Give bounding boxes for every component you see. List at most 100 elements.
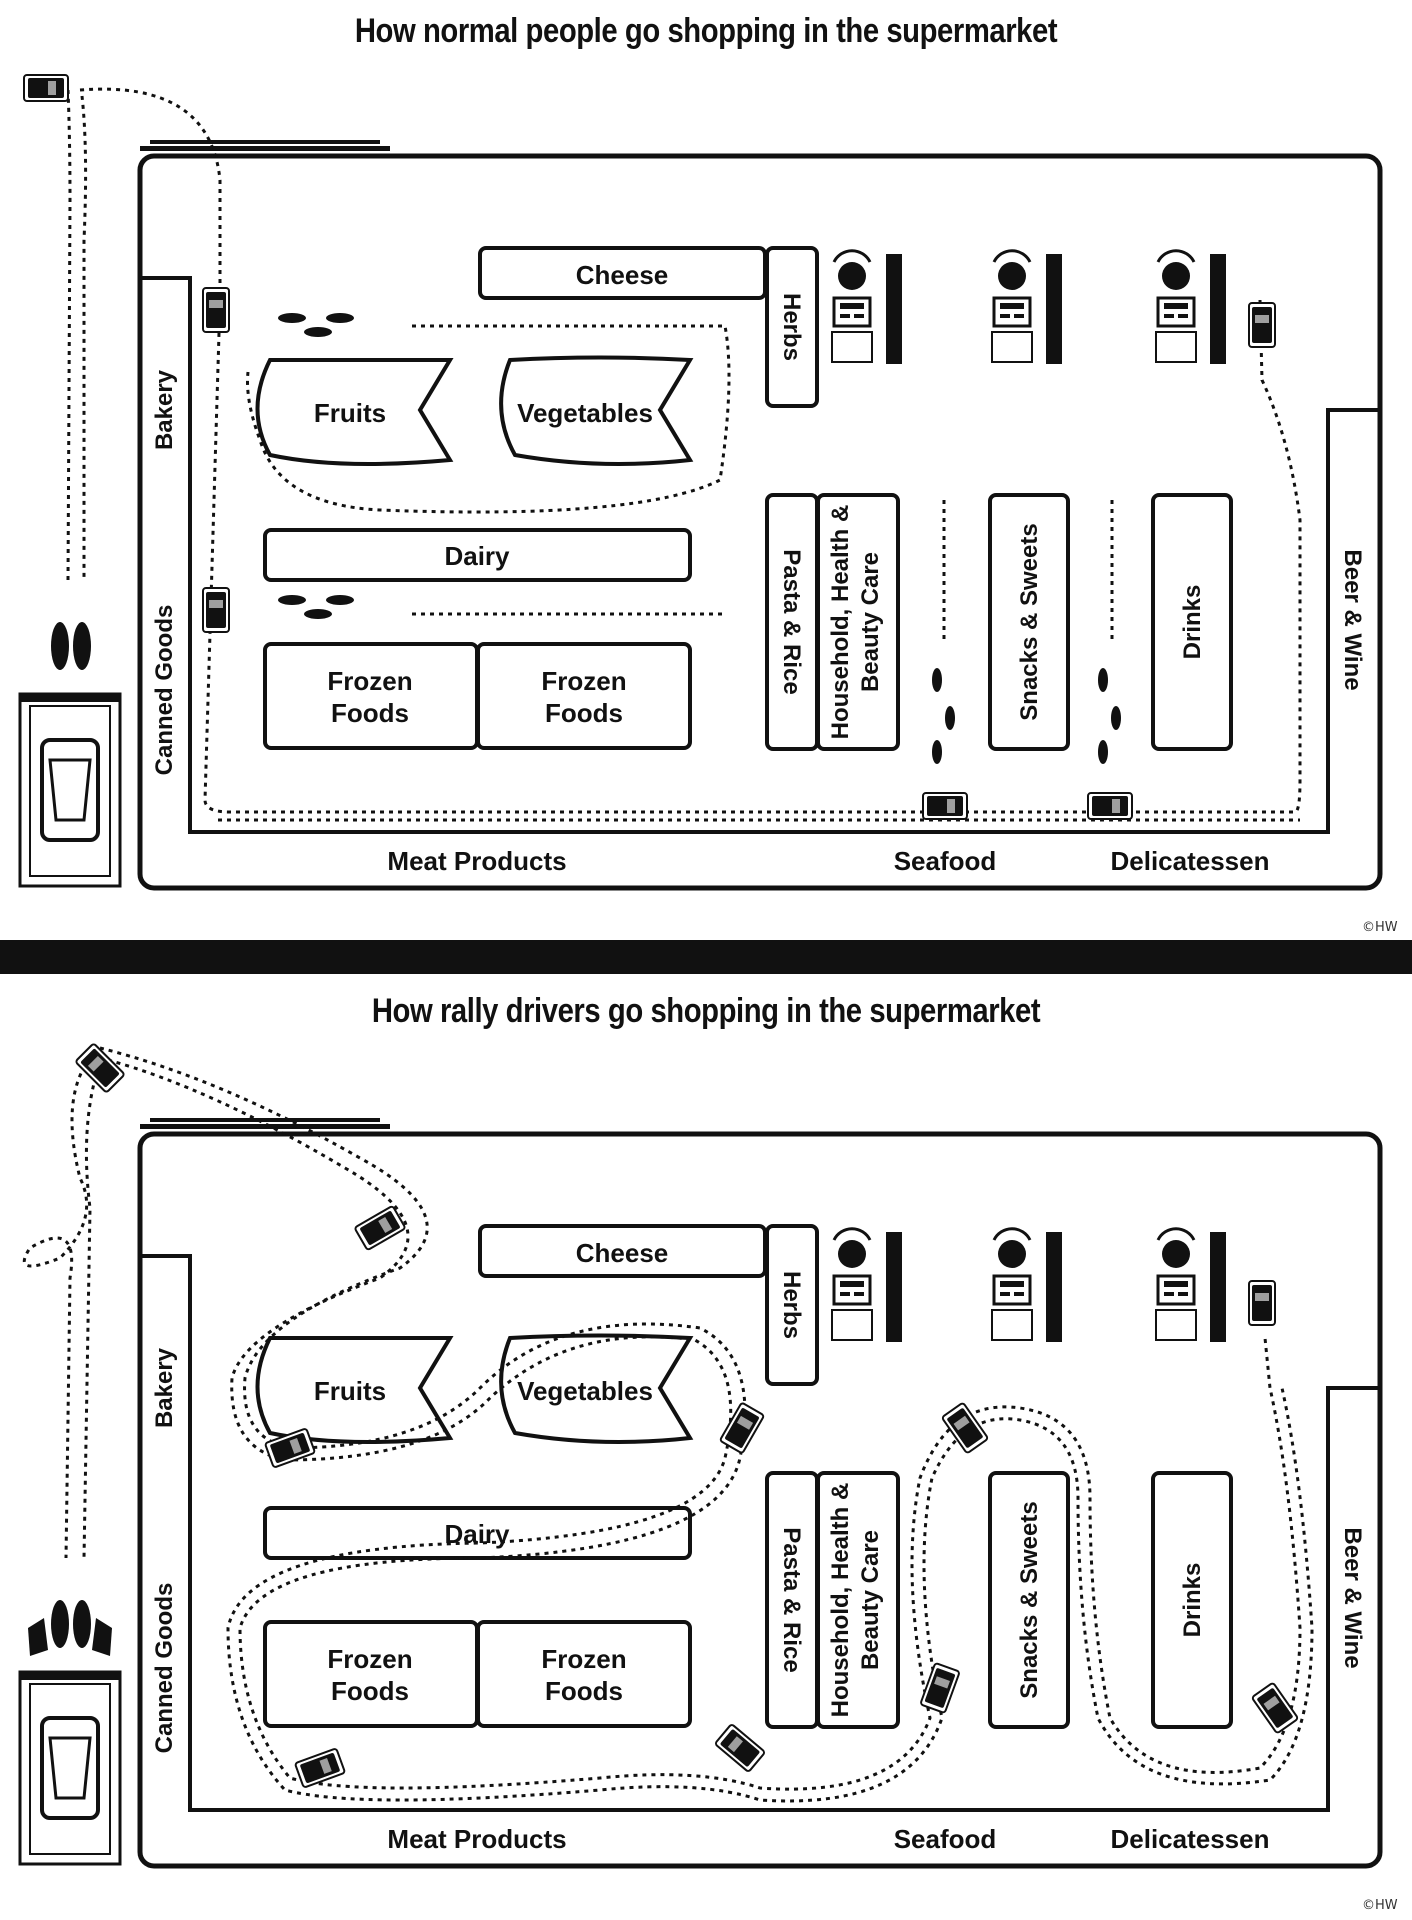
frozen-foods-left: Frozen Foods <box>263 1620 479 1728</box>
herbs-shelf: Herbs <box>765 1224 819 1386</box>
shopping-cart-icon <box>1087 792 1133 820</box>
shopping-path-rally <box>22 1046 1314 1803</box>
cash-register-icon <box>990 249 1064 366</box>
cash-register-icon <box>830 249 904 366</box>
entrance-door <box>150 1118 380 1122</box>
household-shelf: Household, Health & Beauty Care <box>816 1471 900 1729</box>
svg-text:Frozen: Frozen <box>541 666 626 696</box>
footprints-icon <box>278 313 354 337</box>
pasta-rice-shelf: Pasta & Rice <box>765 493 819 751</box>
shopping-cart-icon <box>922 792 968 820</box>
parked-car-icon <box>18 692 122 888</box>
entrance-door <box>150 140 380 144</box>
shopping-cart-icon <box>293 1747 347 1789</box>
svg-text:Meat Products: Meat Products <box>387 1824 566 1854</box>
drinks-shelf: Drinks <box>1151 1471 1233 1729</box>
svg-text:Foods: Foods <box>545 698 623 728</box>
svg-text:Foods: Foods <box>545 1676 623 1706</box>
shopping-cart-icon <box>202 287 230 333</box>
svg-text:Frozen: Frozen <box>327 1644 412 1674</box>
inner-shelf-wall <box>140 276 1380 834</box>
svg-text:Foods: Foods <box>331 1676 409 1706</box>
store-plan-rally: Cheese Herbs Fruits Vegetables Dairy Fro… <box>18 1042 1383 1869</box>
copyright-note: ©HW <box>1362 920 1398 935</box>
shoes-icon <box>51 622 91 670</box>
fruits-stand: Fruits <box>255 1336 454 1444</box>
snacks-label: Snacks & Sweets <box>1016 523 1043 720</box>
panel-normal-people: How normal people go shopping in the sup… <box>0 0 1412 940</box>
vegetables-stand: Vegetables <box>499 355 694 466</box>
svg-text:Household, Health &: Household, Health & <box>827 505 854 740</box>
shopping-cart-icon <box>1248 302 1276 348</box>
drinks-label: Drinks <box>1179 585 1206 660</box>
panel-divider <box>0 940 1412 974</box>
pasta-rice-label: Pasta & Rice <box>778 549 805 694</box>
copyright-note: ©HW <box>1362 1898 1398 1913</box>
svg-text:Bakery: Bakery <box>151 1347 178 1428</box>
svg-text:Cheese: Cheese <box>576 1238 669 1268</box>
meat-products-label: Meat Products <box>387 846 566 876</box>
seafood-label: Seafood <box>894 846 997 876</box>
cash-register-icon <box>1154 1227 1228 1344</box>
store-outer-wall <box>137 1131 1383 1869</box>
store-plan-normal: Cheese Herbs Fruits Vegetables Dairy Fro… <box>18 74 1383 891</box>
cheese-shelf: Cheese <box>478 1224 767 1278</box>
shopping-cart-icon <box>940 1401 990 1455</box>
frozen-foods-right: Frozen Foods <box>476 1620 692 1728</box>
svg-text:Frozen: Frozen <box>327 666 412 696</box>
svg-text:Beauty Care: Beauty Care <box>857 1530 884 1670</box>
frozen-foods-right: Frozen Foods <box>476 642 692 750</box>
cash-register-icon <box>830 1227 904 1344</box>
shoes-icon <box>28 1600 112 1656</box>
shopping-cart-icon <box>919 1661 961 1715</box>
cheese-shelf: Cheese <box>478 246 767 300</box>
vegetables-label: Vegetables <box>517 398 653 428</box>
vegetables-stand: Vegetables <box>499 1333 694 1444</box>
shopping-cart-icon <box>353 1204 407 1252</box>
herbs-shelf: Herbs <box>765 246 819 408</box>
svg-text:Household, Health &: Household, Health & <box>827 1483 854 1718</box>
dairy-shelf: Dairy <box>263 528 692 582</box>
snacks-sweets-shelf: Snacks & Sweets <box>988 493 1070 751</box>
panel-rally-drivers: How rally drivers go shopping in the sup… <box>0 978 1412 1920</box>
cash-register-icon <box>1154 249 1228 366</box>
svg-text:Vegetables: Vegetables <box>517 1376 653 1406</box>
dairy-shelf: Dairy <box>263 1506 692 1560</box>
herbs-label: Herbs <box>778 293 805 361</box>
panel-title-rally: How rally drivers go shopping in the sup… <box>371 992 1041 1030</box>
shopping-cart-icon <box>1250 1681 1300 1735</box>
cheese-label: Cheese <box>576 260 669 290</box>
parked-car-icon <box>18 1670 122 1866</box>
svg-text:Seafood: Seafood <box>894 1824 997 1854</box>
svg-text:Fruits: Fruits <box>314 1376 386 1406</box>
fruits-stand: Fruits <box>255 357 454 466</box>
delicatessen-label: Delicatessen <box>1111 846 1270 876</box>
store-outer-wall <box>137 153 1383 891</box>
shopping-cart-icon <box>1248 1280 1276 1326</box>
dairy-label: Dairy <box>444 541 510 571</box>
svg-text:Beer & Wine: Beer & Wine <box>1339 1527 1366 1668</box>
bakery-label: Bakery <box>151 369 178 450</box>
frozen-foods-left: Frozen Foods <box>263 642 479 750</box>
svg-text:Frozen: Frozen <box>541 1644 626 1674</box>
canned-goods-label: Canned Goods <box>151 605 178 776</box>
snacks-sweets-shelf: Snacks & Sweets <box>988 1471 1070 1729</box>
shopping-cart-icon <box>74 1042 126 1094</box>
svg-text:Beauty Care: Beauty Care <box>857 552 884 692</box>
svg-text:Drinks: Drinks <box>1179 1563 1206 1638</box>
svg-text:Herbs: Herbs <box>778 1271 805 1339</box>
beer-wine-label: Beer & Wine <box>1339 549 1366 690</box>
footprints-icon <box>932 668 1121 764</box>
drinks-shelf: Drinks <box>1151 493 1233 751</box>
svg-text:Delicatessen: Delicatessen <box>1111 1824 1270 1854</box>
pasta-rice-shelf: Pasta & Rice <box>765 1471 819 1729</box>
svg-text:Snacks & Sweets: Snacks & Sweets <box>1016 1501 1043 1698</box>
fruits-label: Fruits <box>314 398 386 428</box>
household-shelf: Household, Health & Beauty Care <box>816 493 900 751</box>
svg-text:Pasta & Rice: Pasta & Rice <box>778 1527 805 1672</box>
footprints-icon <box>278 595 354 619</box>
panel-title-normal: How normal people go shopping in the sup… <box>354 12 1058 50</box>
shopping-cart-icon <box>713 1722 767 1774</box>
svg-text:Foods: Foods <box>331 698 409 728</box>
shopping-path-normal <box>66 87 1302 822</box>
